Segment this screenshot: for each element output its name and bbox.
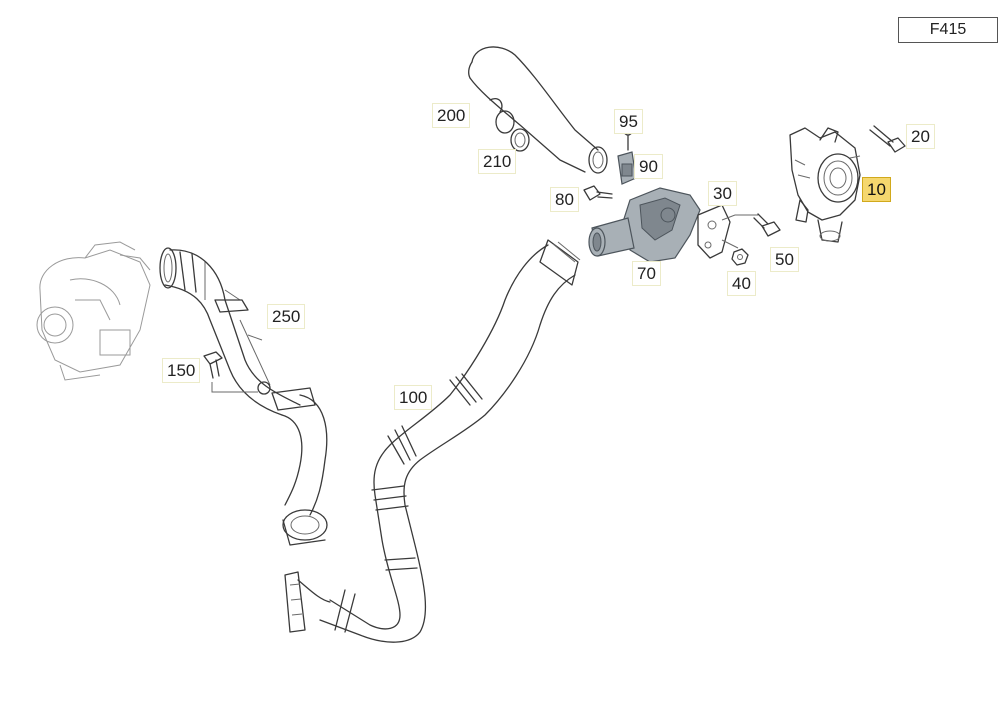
callout-50[interactable]: 50 <box>770 247 799 272</box>
bolt-80-drawing <box>583 185 613 201</box>
hose-250-drawing <box>159 247 328 546</box>
bolt-50-drawing <box>753 213 781 237</box>
callout-95[interactable]: 95 <box>614 109 643 134</box>
thermostat-housing-10-drawing <box>789 127 861 243</box>
callout-100[interactable]: 100 <box>394 385 433 410</box>
throttle-body-70-drawing <box>588 151 701 263</box>
callout-90[interactable]: 90 <box>634 154 663 179</box>
gasket-30-drawing <box>697 204 758 259</box>
hose-200-drawing <box>468 46 608 174</box>
turbocharger-drawing <box>36 241 151 381</box>
callout-20[interactable]: 20 <box>906 124 935 149</box>
callout-70[interactable]: 70 <box>632 261 661 286</box>
callout-210[interactable]: 210 <box>478 149 517 174</box>
callout-40[interactable]: 40 <box>727 271 756 296</box>
nut-40-drawing <box>731 248 749 266</box>
bolt-20-drawing <box>869 125 906 153</box>
callout-30[interactable]: 30 <box>708 181 737 206</box>
bolt-150-drawing <box>203 351 258 393</box>
hose-100-drawing <box>284 239 581 643</box>
callout-250[interactable]: 250 <box>267 304 306 329</box>
diagram-id-label: F415 <box>898 17 998 43</box>
callout-10[interactable]: 10 <box>862 177 891 202</box>
callout-150[interactable]: 150 <box>162 358 201 383</box>
callout-200[interactable]: 200 <box>432 103 471 128</box>
callout-80[interactable]: 80 <box>550 187 579 212</box>
